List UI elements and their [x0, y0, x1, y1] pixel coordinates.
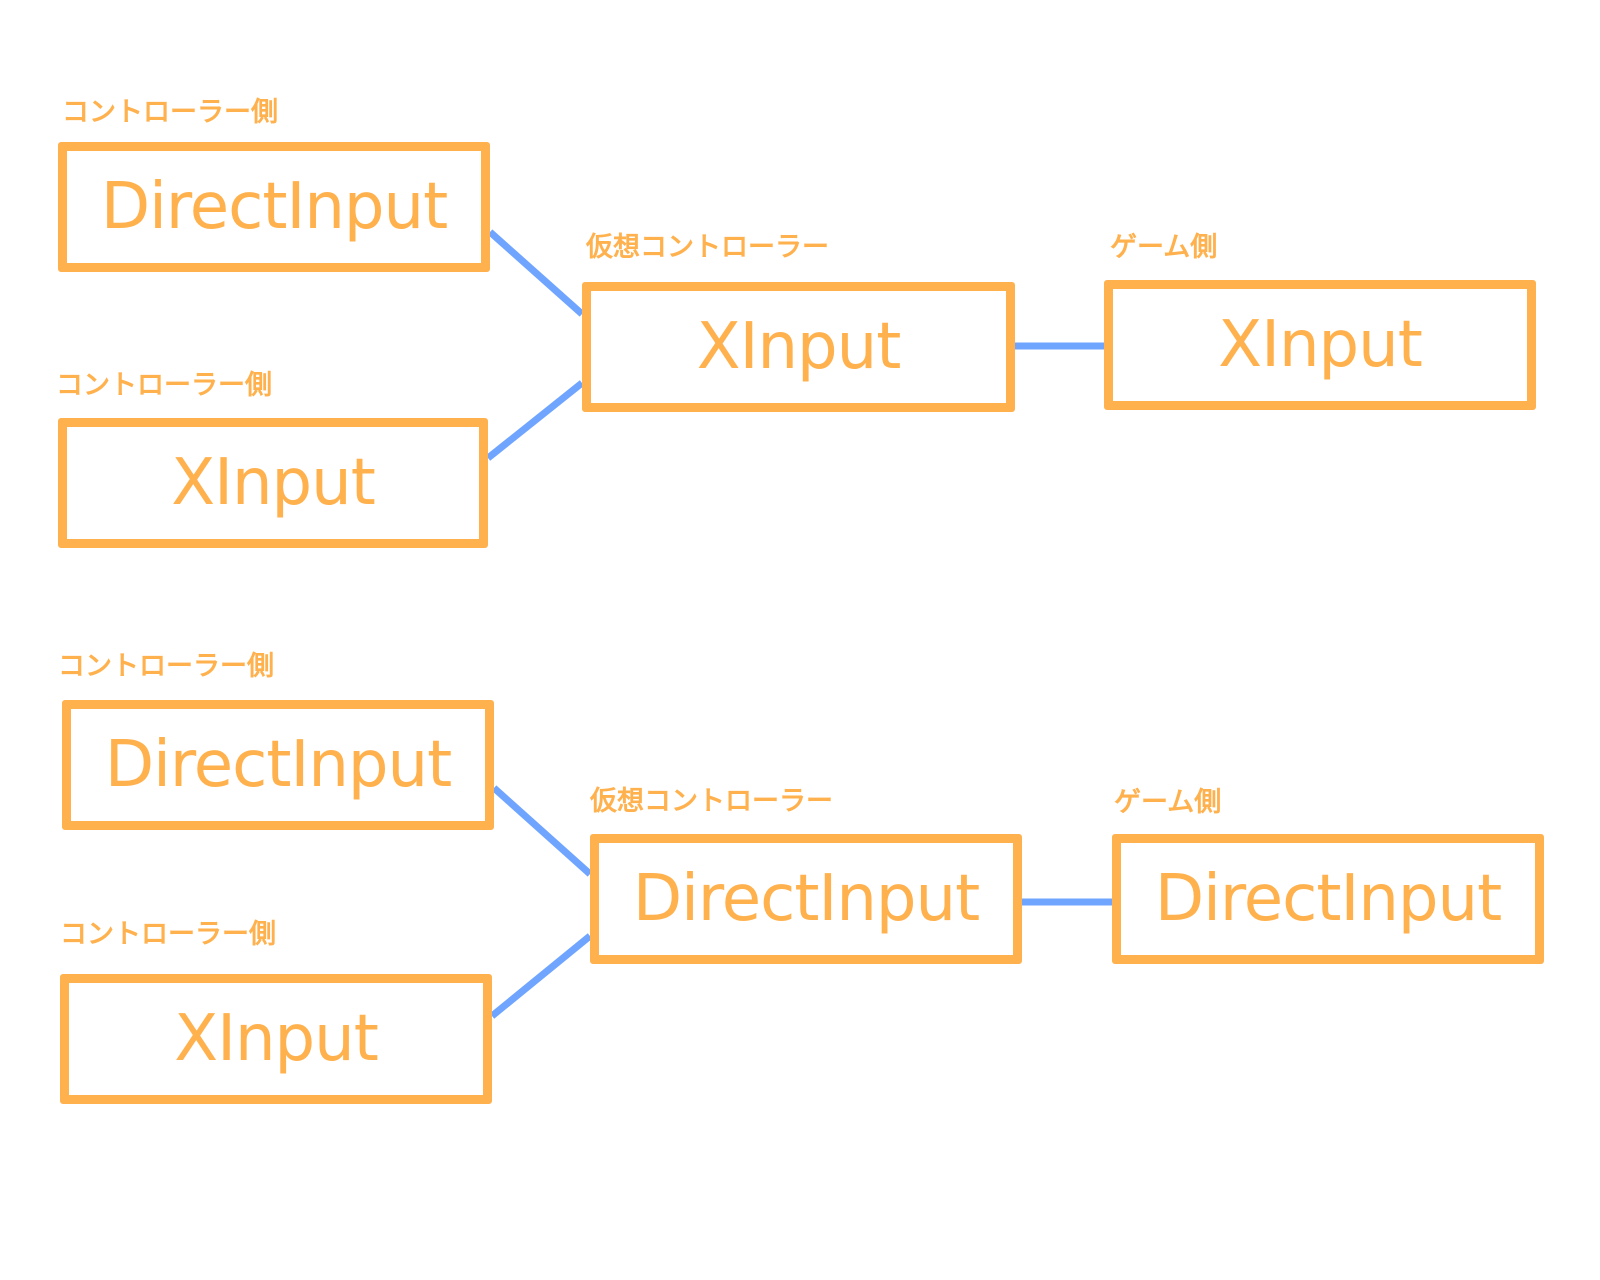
- game-side-label: ゲーム側: [1110, 232, 1218, 263]
- diagram-directinput-game: コントローラー側 DirectInput コントローラー側 XInput 仮想コ…: [0, 556, 1600, 1116]
- game-side-value: DirectInput: [1154, 862, 1502, 936]
- virtual-controller-value: DirectInput: [632, 862, 980, 936]
- controller-a-label: コントローラー側: [58, 651, 274, 682]
- game-side-label: ゲーム側: [1114, 787, 1222, 818]
- connector-controller-a-to-virtual: [491, 785, 593, 877]
- controller-b-node: XInput: [60, 974, 492, 1104]
- game-side-value: XInput: [1218, 308, 1423, 382]
- connector-controller-b-to-virtual: [489, 933, 593, 1019]
- controller-a-value: DirectInput: [104, 728, 452, 802]
- controller-b-label: コントローラー側: [60, 919, 276, 950]
- game-side-node: XInput: [1104, 280, 1536, 410]
- virtual-controller-label: 仮想コントローラー: [590, 786, 833, 817]
- controller-a-label: コントローラー側: [62, 97, 278, 128]
- controller-a-value: DirectInput: [100, 170, 448, 244]
- virtual-controller-node: XInput: [582, 282, 1015, 412]
- virtual-controller-node: DirectInput: [590, 834, 1022, 964]
- controller-b-node: XInput: [58, 418, 488, 548]
- virtual-controller-label: 仮想コントローラー: [586, 232, 829, 263]
- controller-a-node: DirectInput: [58, 142, 490, 272]
- game-side-node: DirectInput: [1112, 834, 1544, 964]
- controller-b-label: コントローラー側: [56, 370, 272, 401]
- controller-b-value: XInput: [171, 446, 376, 520]
- connector-controller-b-to-virtual: [485, 380, 585, 461]
- connector-controller-a-to-virtual: [487, 229, 585, 317]
- diagram-xinput-game: コントローラー側 DirectInput コントローラー側 XInput 仮想コ…: [0, 0, 1600, 560]
- virtual-controller-value: XInput: [696, 310, 902, 384]
- controller-b-value: XInput: [174, 1002, 379, 1076]
- controller-a-node: DirectInput: [62, 700, 494, 830]
